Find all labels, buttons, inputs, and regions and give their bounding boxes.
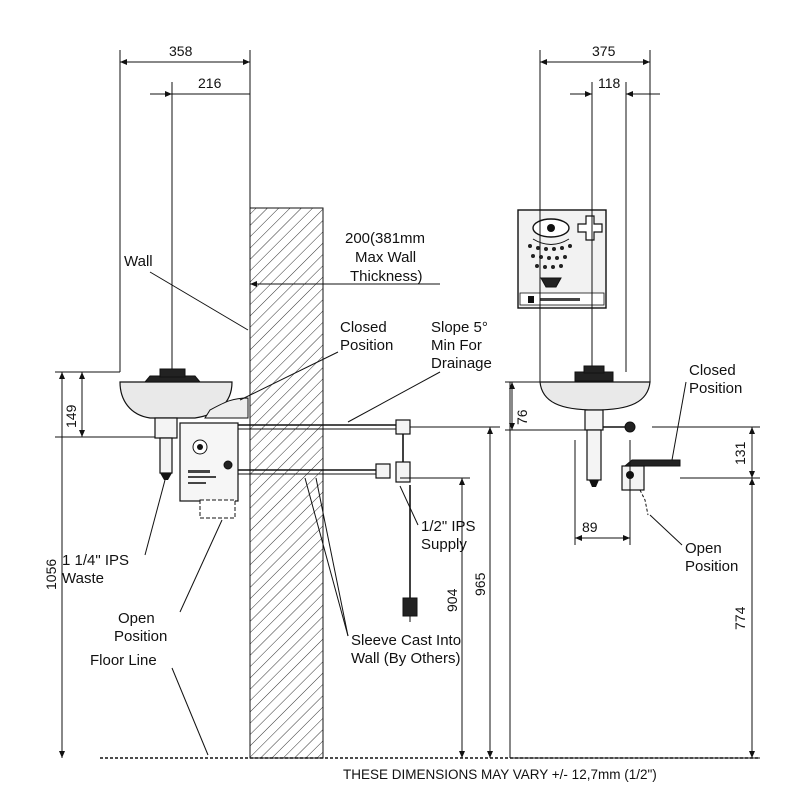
floor-line-label: Floor Line (90, 652, 157, 669)
dim-358: 358 (169, 43, 193, 59)
eyewash-sign-icon (517, 209, 607, 309)
bowl-side-view (119, 368, 249, 480)
front-closed-label-1: Closed (689, 362, 736, 379)
slope-label-3: Drainage (431, 355, 492, 372)
wall-thickness-label-1: 200(381mm (345, 230, 425, 247)
waste-label-2: Waste (62, 570, 104, 587)
front-open-label-2: Position (685, 558, 738, 575)
footnote: THESE DIMENSIONS MAY VARY +/- 12,7mm (1/… (343, 767, 657, 782)
slope-label-1: Slope 5° (431, 319, 488, 336)
wall-label: Wall (124, 253, 153, 270)
wall-thickness-label-3: Thickness) (350, 268, 423, 285)
dim-89: 89 (582, 519, 598, 535)
slope-label-2: Min For (431, 337, 482, 354)
dim-216: 216 (198, 75, 222, 91)
waste-label-1: 1 1/4" IPS (62, 552, 129, 569)
closed-position-label-2: Position (340, 337, 393, 354)
wall-thickness-label-2: Max Wall (355, 249, 416, 266)
closed-position-label-1: Closed (340, 319, 387, 336)
supply-label-2: Supply (421, 536, 467, 553)
dim-904: 904 (444, 588, 460, 612)
front-control-paddle (621, 459, 681, 516)
open-position-label-2: Position (114, 628, 167, 645)
sleeve-label-1: Sleeve Cast Into (351, 632, 461, 649)
dim-131: 131 (732, 441, 748, 465)
dim-375: 375 (592, 43, 616, 59)
dim-774: 774 (732, 606, 748, 630)
open-position-label-1: Open (118, 610, 155, 627)
dim-76: 76 (514, 409, 530, 425)
dim-118: 118 (598, 75, 621, 91)
dim-965: 965 (472, 572, 488, 596)
sleeve-label-2: Wall (By Others) (351, 650, 460, 667)
cross-icon (577, 215, 603, 241)
front-closed-label-2: Position (689, 380, 742, 397)
dim-1056: 1056 (43, 559, 59, 590)
bowl-front-view (539, 365, 651, 487)
wall-section (249, 207, 324, 759)
supply-label-1: 1/2" IPS (421, 518, 476, 535)
control-box (179, 422, 239, 519)
front-open-label-1: Open (685, 540, 722, 557)
dim-149: 149 (63, 404, 79, 428)
